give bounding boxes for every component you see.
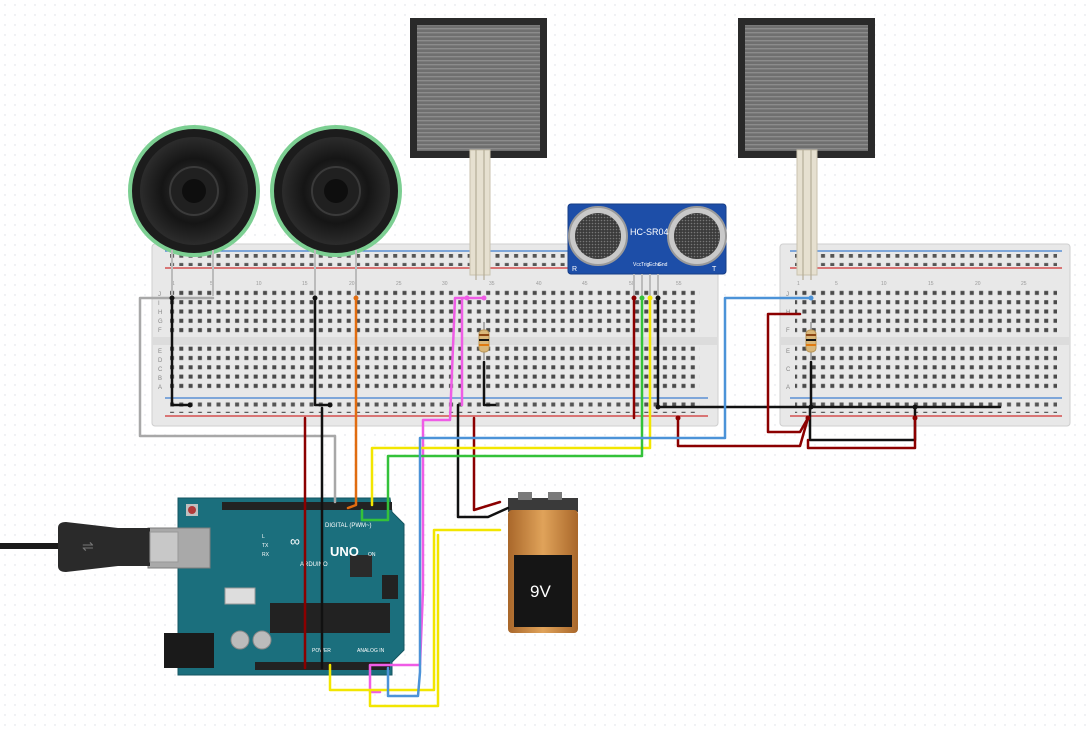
row-letter: I xyxy=(158,301,160,307)
row-letter: C xyxy=(786,367,791,373)
row-letter: F xyxy=(158,328,162,334)
wires xyxy=(138,296,1002,708)
arduino-brand: ARDUINO xyxy=(300,562,328,568)
column-number: 25 xyxy=(1021,281,1027,287)
arduino-rx-label: RX xyxy=(262,552,270,558)
column-number: 20 xyxy=(349,281,355,287)
row-letter: E xyxy=(158,349,162,355)
row-letter: E xyxy=(786,349,790,355)
row-letter: G xyxy=(158,319,163,325)
arduino-on-label: ON xyxy=(368,552,376,558)
arduino-infinity-icon: ∞ xyxy=(290,533,300,549)
battery-9v[interactable]: 9V xyxy=(508,492,578,633)
column-number: 40 xyxy=(536,281,542,287)
column-numbers: 1 5 10 15 20 25 30 35 40 45 50 55 1 5 10… xyxy=(172,281,1027,287)
ultrasonic-model-label: HC-SR04 xyxy=(630,227,669,237)
wire-gray xyxy=(138,296,337,504)
column-number: 35 xyxy=(489,281,495,287)
ultrasonic-pin-label: Trig xyxy=(641,262,650,268)
column-number: 20 xyxy=(975,281,981,287)
arduino-uno-badge: UNO xyxy=(330,544,359,559)
row-letter: H xyxy=(158,310,162,316)
wire-black xyxy=(170,296,192,407)
breadboard-left xyxy=(151,243,719,427)
row-letter: D xyxy=(158,358,163,364)
wire-black xyxy=(456,403,510,519)
wire-yellow xyxy=(370,296,652,507)
ultrasonic-corner-left: R xyxy=(572,266,577,273)
row-letter: A xyxy=(786,385,790,391)
wire-pink xyxy=(460,296,486,407)
wire-pink xyxy=(368,296,469,694)
resistor-right[interactable] xyxy=(805,322,817,360)
ultrasonic-pin-label: Vcc xyxy=(633,262,642,268)
row-letter: J xyxy=(158,292,161,298)
column-number: 30 xyxy=(442,281,448,287)
arduino-digital-label: DIGITAL (PWM~) xyxy=(325,523,372,529)
wire-black xyxy=(482,360,497,407)
arduino-l-label: L xyxy=(262,534,265,540)
column-number: 10 xyxy=(881,281,887,287)
battery-label: 9V xyxy=(530,582,551,601)
wire-green xyxy=(360,296,644,522)
wire-black xyxy=(313,296,332,407)
speaker-2[interactable] xyxy=(270,125,402,296)
usb-icon: ⇌ xyxy=(82,538,94,554)
column-number: 55 xyxy=(676,281,682,287)
ultrasonic-pin-label: Echo xyxy=(649,262,661,268)
row-letter: B xyxy=(158,376,162,382)
column-number: 5 xyxy=(835,281,838,287)
wire-endpoints xyxy=(169,295,918,421)
ultrasonic-corner-right: T xyxy=(712,266,717,273)
column-number: 45 xyxy=(582,281,588,287)
arduino-analog-label: ANALOG IN xyxy=(357,648,385,654)
force-sensor-1[interactable] xyxy=(410,18,547,280)
column-number: 1 xyxy=(172,281,175,287)
wire-yellow xyxy=(328,528,502,692)
force-sensor-2[interactable] xyxy=(738,18,875,280)
wire-blue xyxy=(386,296,813,698)
arduino-uno[interactable]: DIGITAL (PWM~) UNO ARDUINO ∞ TX RX L ON … xyxy=(147,497,405,676)
wire-yellow xyxy=(368,533,440,708)
wire-red xyxy=(676,416,810,448)
breadboard-right xyxy=(779,243,1071,427)
row-letter: F xyxy=(786,328,790,334)
usb-cable: ⇌ xyxy=(0,522,179,572)
column-number: 15 xyxy=(928,281,934,287)
column-number: 1 xyxy=(797,281,800,287)
wire-red xyxy=(766,312,810,434)
wire-red xyxy=(806,416,917,450)
column-number: 5 xyxy=(210,281,213,287)
row-letter: A xyxy=(158,385,162,391)
column-number: 15 xyxy=(302,281,308,287)
column-number: 25 xyxy=(396,281,402,287)
row-letter: C xyxy=(158,367,163,373)
column-number: 50 xyxy=(629,281,635,287)
column-number: 10 xyxy=(256,281,262,287)
resistor-left[interactable] xyxy=(478,322,490,360)
speaker-1[interactable] xyxy=(128,125,260,296)
ultrasonic-sensor[interactable]: HC-SR04 R T Vcc Trig Echo Gnd xyxy=(567,203,727,296)
row-letter: J xyxy=(786,292,789,298)
wire-orange xyxy=(346,296,358,510)
ultrasonic-pin-label: Gnd xyxy=(658,262,668,268)
arduino-tx-label: TX xyxy=(262,543,269,549)
